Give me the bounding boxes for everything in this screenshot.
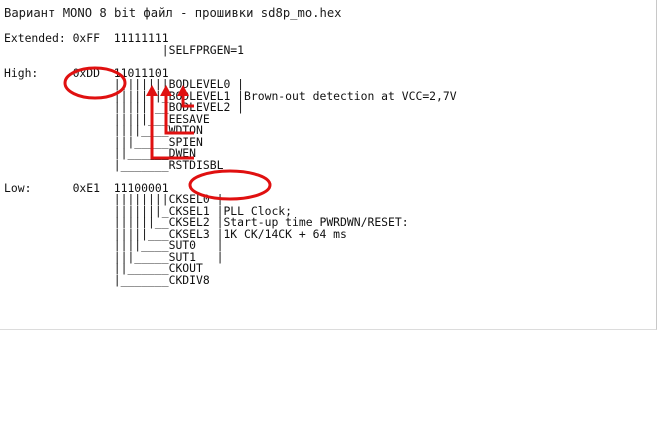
fuse-line: Extended: 0xFF 11111111 (4, 31, 169, 45)
text-viewer-panel: Вариант MONO 8 bit файл - прошивки sd8p_… (0, 0, 657, 330)
fuse-line: ||||||||BODLEVEL0 | (4, 77, 245, 91)
file-title: Вариант MONO 8 bit файл - прошивки sd8p_… (4, 6, 342, 20)
fuse-line: |||||||_CKSEL1 |PLL Clock; (4, 203, 293, 218)
fuse-line: |||_____SUT1 | (4, 249, 224, 264)
fuse-line: ||||____SUT0 | (4, 238, 224, 252)
fuse-line: ||||||__CKSEL2 |Start-up time PWRDWN/RES… (4, 215, 409, 229)
fuse-line: |||||___CKSEL3 |1K CK/14CK + 64 ms (4, 226, 347, 241)
fuse-line: ||______CKOUT (4, 261, 203, 275)
fuse-line: Low: 0xE1 11100001 (4, 180, 169, 195)
fuse-line: |SELFPRGEN=1 (4, 42, 245, 57)
fuse-line: |_______RSTDISBL (4, 157, 224, 172)
fuse-line: |_______CKDIV8 (4, 272, 210, 287)
